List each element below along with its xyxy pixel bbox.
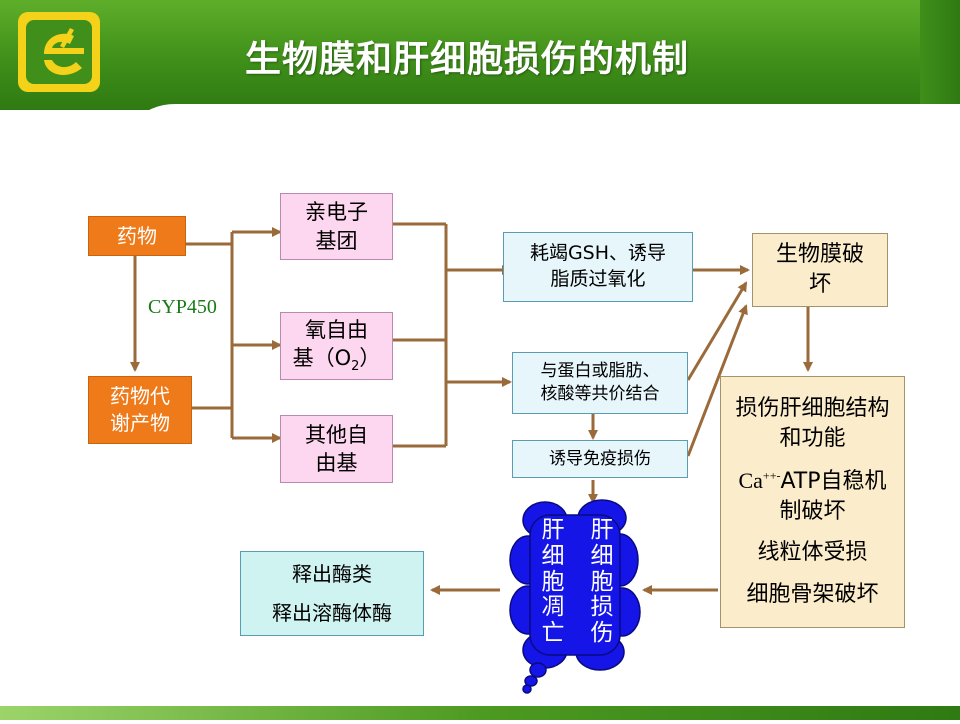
- release-box: 释出酶类 释出溶酶体酶: [240, 551, 424, 636]
- metabolite-line-2: 谢产物: [110, 411, 170, 435]
- damage-box: 损伤肝细胞结构和功能 Ca++-ATP自稳机制破坏 线粒体受损 细胞骨架破坏: [720, 376, 905, 628]
- electrophile-line-2: 基团: [315, 228, 358, 253]
- damage-item-2: Ca++-ATP自稳机制破坏: [738, 467, 887, 524]
- footer-bar: [0, 706, 960, 720]
- other-radical-line-1: 其他自: [305, 422, 368, 447]
- covalent-line-2: 核酸等共价结合: [540, 384, 660, 404]
- metabolite-box: 药物代 谢产物: [88, 376, 192, 444]
- damage-item-1: 损伤肝细胞结构和功能: [735, 396, 890, 452]
- cloud-shape: [509, 499, 641, 694]
- immune-label: 诱导免疫损伤: [549, 448, 651, 469]
- cloud-left-text: 肝细胞凋亡: [541, 517, 565, 646]
- membrane-line-2: 坏: [808, 272, 831, 297]
- oxygen-radical-line-2: 基（O2）: [292, 346, 381, 375]
- membrane-line-1: 生物膜破: [775, 242, 864, 268]
- logo-icon: [18, 12, 100, 92]
- drug-box: 药物: [88, 216, 186, 256]
- drug-label: 药物: [117, 223, 157, 248]
- release-line-2: 释出溶酶体酶: [272, 600, 392, 625]
- damage-item-4: 细胞骨架破坏: [746, 581, 879, 607]
- electrophile-line-1: 亲电子: [305, 200, 368, 225]
- other-radical-box: 其他自 由基: [280, 415, 393, 483]
- header-bar: [0, 0, 960, 110]
- oxygen-radical-line-1: 氧自由: [305, 317, 368, 342]
- covalent-box: 与蛋白或脂肪、 核酸等共价结合: [512, 352, 688, 414]
- immune-box: 诱导免疫损伤: [512, 440, 688, 478]
- membrane-box: 生物膜破 坏: [752, 233, 888, 307]
- page-title: 生物膜和肝细胞损伤的机制: [245, 39, 690, 80]
- damage-item-3: 线粒体受损: [757, 540, 868, 566]
- electrophile-box: 亲电子 基团: [280, 193, 393, 260]
- metabolite-line-1: 药物代: [110, 384, 170, 408]
- gsh-line-1: 耗竭GSH、诱导: [529, 242, 667, 265]
- oxygen-radical-box: 氧自由 基（O2）: [280, 312, 393, 380]
- release-line-1: 释出酶类: [292, 561, 372, 586]
- gsh-line-2: 脂质过氧化: [550, 268, 646, 290]
- covalent-line-1: 与蛋白或脂肪、: [540, 361, 660, 382]
- cyp450-label: CYP450: [148, 296, 217, 318]
- cloud-right-text: 肝细胞损伤: [590, 517, 614, 646]
- gsh-box: 耗竭GSH、诱导 脂质过氧化: [503, 232, 693, 302]
- other-radical-line-2: 由基: [315, 451, 358, 475]
